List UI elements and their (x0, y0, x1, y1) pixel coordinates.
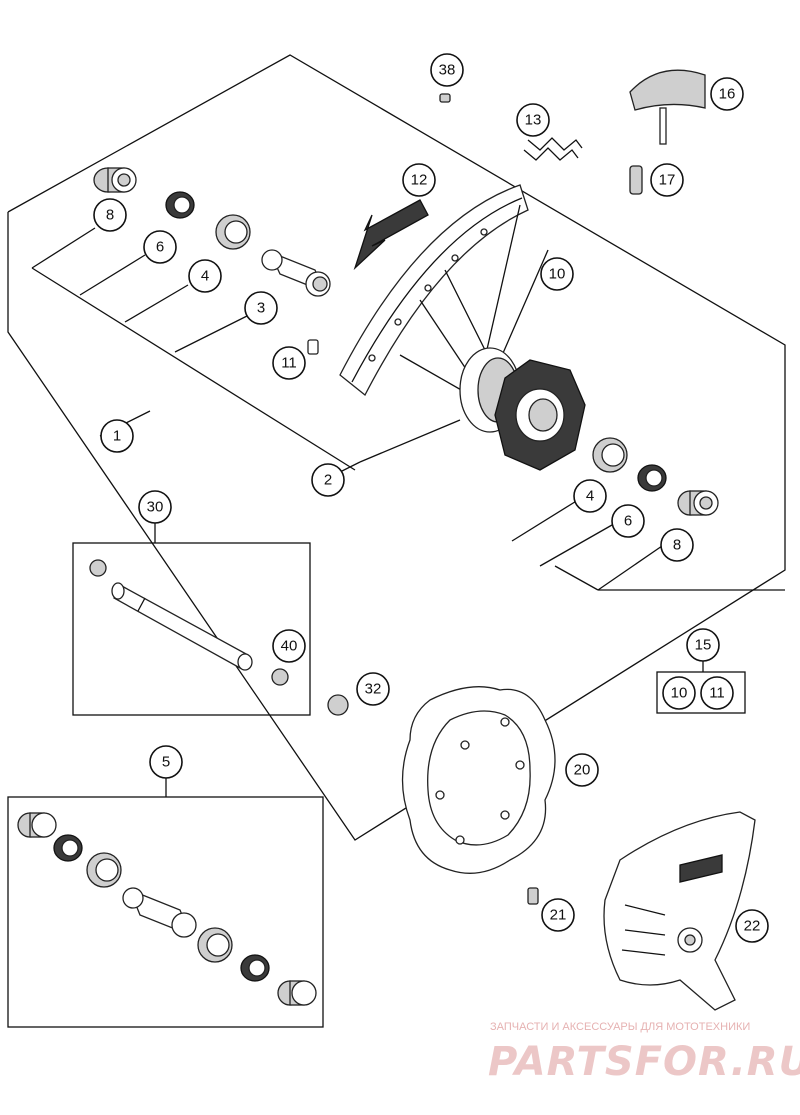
svg-text:15: 15 (695, 637, 712, 654)
bearing-kit-frame (7, 778, 324, 1028)
wheel-assembly-frame (7, 54, 786, 841)
callout-5: 5 (149, 745, 183, 779)
svg-text:11: 11 (709, 685, 725, 702)
svg-text:4: 4 (201, 268, 209, 285)
callout-6-left: 6 (143, 230, 177, 264)
kit-bearing-right (197, 927, 233, 963)
callout-20: 20 (565, 753, 599, 787)
kit-sleeve (122, 887, 197, 938)
svg-text:4: 4 (586, 488, 594, 505)
svg-text:6: 6 (624, 513, 632, 530)
adapter-part-17 (629, 165, 643, 195)
callout-21: 21 (541, 898, 575, 932)
svg-text:2: 2 (324, 472, 332, 489)
bearing-part-4-right (592, 437, 628, 473)
svg-text:10: 10 (671, 685, 688, 702)
spacer-bushing-part-8-left (93, 167, 137, 193)
kit-seal-left (53, 834, 83, 862)
svg-text:22: 22 (744, 918, 761, 935)
callout-15: 15 (686, 628, 720, 662)
disc-guard-part-22 (603, 811, 756, 1011)
leader-lines-right (511, 499, 785, 591)
spoke-wrench-part-16 (629, 69, 706, 145)
sprocket-carrier (494, 359, 586, 471)
callout-3: 3 (244, 291, 278, 325)
callout-8-right: 8 (660, 528, 694, 562)
leader-lines-left (31, 227, 461, 473)
seal-part-6-right (637, 464, 667, 492)
callout-16: 16 (710, 77, 744, 111)
seal-part-6-left (165, 191, 195, 219)
svg-text:16: 16 (719, 86, 736, 103)
svg-text:11: 11 (281, 355, 297, 372)
kit-seal-right (240, 954, 270, 982)
kit-bushing-right (277, 980, 317, 1006)
kit-bushing-left (17, 812, 57, 838)
callout-15-item-11: 11 (700, 676, 734, 710)
set-15-frame (656, 660, 746, 714)
callout-11: 11 (272, 346, 306, 380)
svg-text:30: 30 (147, 499, 164, 516)
callout-1: 1 (100, 419, 134, 453)
svg-text:12: 12 (411, 172, 428, 189)
callout-2: 2 (311, 463, 345, 497)
callout-8-left: 8 (93, 198, 127, 232)
callout-12: 12 (402, 163, 436, 197)
svg-text:3: 3 (257, 300, 265, 317)
bearing-part-4-left (215, 214, 251, 250)
callout-17: 17 (650, 163, 684, 197)
callout-10: 10 (540, 257, 574, 291)
callout-4-right: 4 (573, 479, 607, 513)
svg-text:8: 8 (673, 537, 681, 554)
callout-40: 40 (272, 629, 306, 663)
callout-4-left: 4 (188, 259, 222, 293)
axle-group-frame (72, 520, 311, 716)
callout-6-right: 6 (611, 504, 645, 538)
collar-nut-part-32 (327, 694, 349, 716)
direction-arrow (353, 199, 429, 271)
svg-text:17: 17 (659, 172, 676, 189)
axle-nut-part-40 (271, 668, 289, 686)
spoke-nipple-part-11 (307, 339, 319, 355)
callout-32: 32 (356, 672, 390, 706)
svg-text:32: 32 (365, 681, 382, 698)
svg-text:38: 38 (439, 62, 456, 79)
axle-nut-left (89, 559, 107, 577)
callout-15-item-10: 10 (662, 676, 696, 710)
kit-bearing-left (86, 852, 122, 888)
callout-30: 30 (138, 490, 172, 524)
svg-text:21: 21 (550, 907, 567, 924)
svg-text:5: 5 (162, 754, 170, 771)
plug-part-38 (439, 93, 451, 103)
spacer-bushing-part-8-right (677, 490, 719, 516)
callout-22: 22 (735, 909, 769, 943)
watermark: ЗАПЧАСТИ И АКСЕССУАРЫ ДЛЯ МОТОТЕХНИКИ PA… (488, 1021, 800, 1085)
svg-text:6: 6 (156, 239, 164, 256)
callout-13: 13 (516, 103, 550, 137)
svg-text:20: 20 (574, 762, 591, 779)
watermark-tagline: ЗАПЧАСТИ И АКСЕССУАРЫ ДЛЯ МОТОТЕХНИКИ (490, 1021, 750, 1033)
distance-sleeve-part-3 (261, 249, 331, 297)
bolt-part-21 (527, 887, 539, 905)
svg-text:10: 10 (549, 266, 566, 283)
svg-text:8: 8 (106, 207, 114, 224)
watermark-brand: PARTSFOR.RU (488, 1039, 800, 1085)
spring-clip-part-13 (523, 137, 583, 161)
wheel-rim (339, 184, 529, 397)
brake-disc-part-20 (401, 686, 556, 874)
axle-shaft (111, 582, 253, 671)
svg-text:13: 13 (525, 112, 542, 129)
callout-38: 38 (430, 53, 464, 87)
svg-text:40: 40 (281, 638, 298, 655)
svg-text:1: 1 (113, 428, 121, 445)
